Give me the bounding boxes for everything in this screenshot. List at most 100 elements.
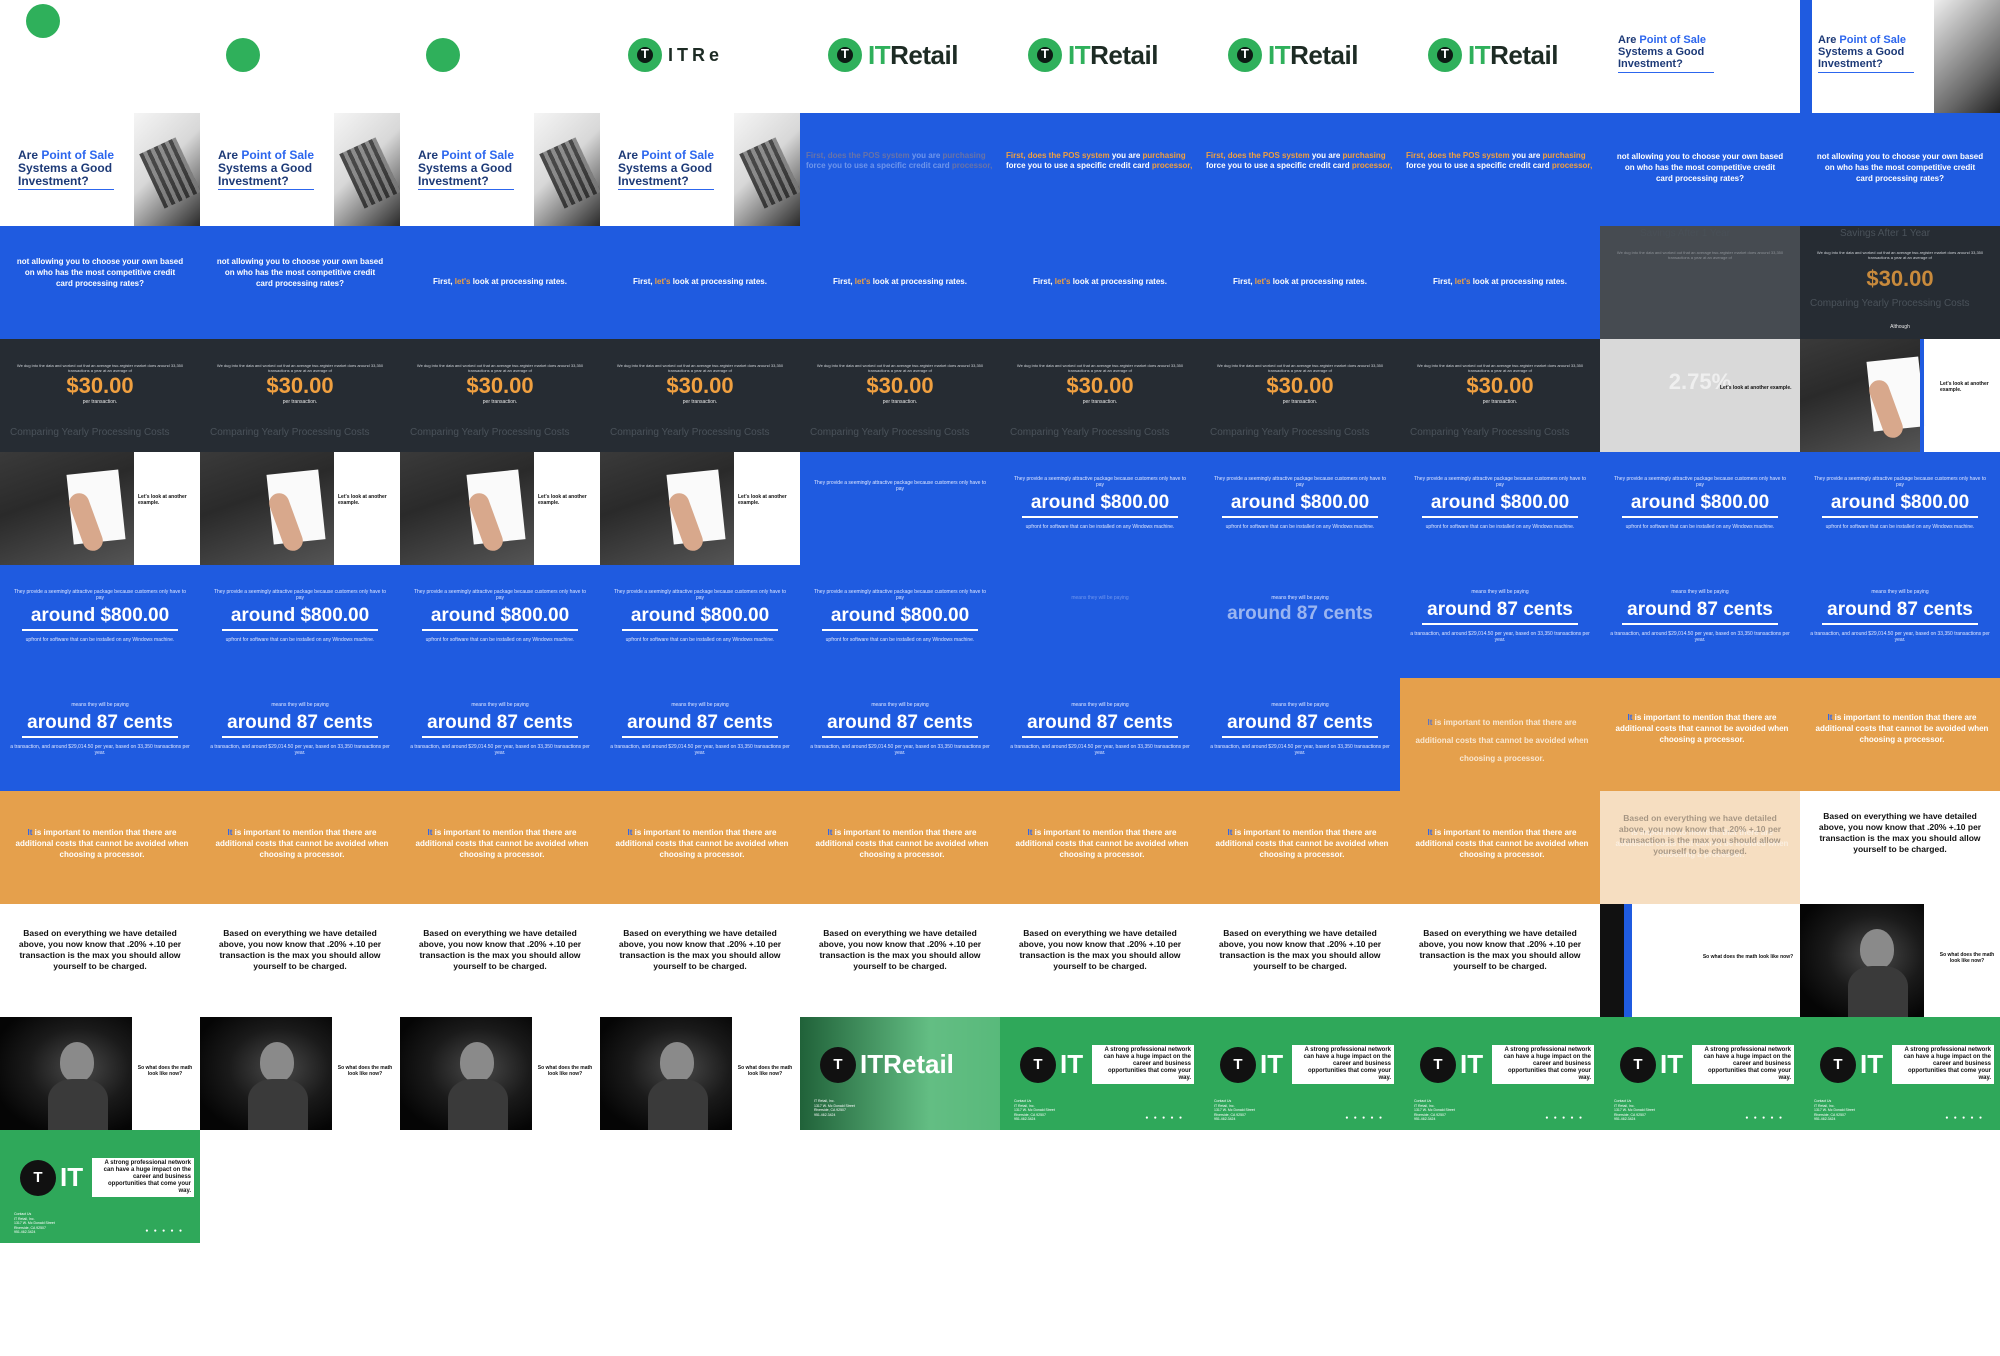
slide-frame: So what does the math look like now? bbox=[1800, 904, 2000, 1017]
per-transaction: per transaction. bbox=[682, 399, 718, 405]
slide-frame: First, let's look at processing rates. bbox=[1200, 226, 1400, 339]
amount: $30.00 bbox=[266, 373, 334, 398]
slide-frame: Are Point of Sale Systems a Good Investm… bbox=[0, 113, 200, 226]
slide-frame: Are Point of Sale Systems a Good Investm… bbox=[400, 113, 600, 226]
slide-frame: not allowing you to choose your own base… bbox=[0, 226, 200, 339]
slide-frame: First, let's look at processing rates. bbox=[600, 226, 800, 339]
amount: around 87 cents bbox=[1027, 712, 1173, 733]
slide-bg bbox=[200, 565, 400, 678]
calculator-photo bbox=[534, 113, 600, 226]
slide-bg bbox=[400, 565, 600, 678]
network-text: A strong professional network can have a… bbox=[92, 1158, 194, 1197]
slide-frame: First, does the POS system you are purch… bbox=[1000, 113, 1200, 226]
slide-frame: They provide a seemingly attractive pack… bbox=[800, 565, 1000, 678]
example-text: Let's look at another example. bbox=[538, 494, 587, 506]
logo-retail: Retail bbox=[1090, 39, 1158, 70]
slide-frame: Let's look at another example. bbox=[600, 452, 800, 565]
slide-bg bbox=[0, 226, 200, 339]
slide-text: It is important to mention that there ar… bbox=[215, 828, 389, 859]
black-edge bbox=[1600, 904, 1624, 1017]
example-text: Let's look at another example. bbox=[738, 494, 787, 506]
ghost-comparing: Comparing Yearly Processing Costs bbox=[1810, 298, 1970, 309]
based-text: Based on everything we have detailed abo… bbox=[1618, 813, 1782, 856]
logo-dot bbox=[226, 38, 260, 72]
slide-frame: They provide a seemingly attractive pack… bbox=[1200, 452, 1400, 565]
slide-bg bbox=[1000, 226, 1200, 339]
title-underline bbox=[218, 189, 314, 190]
amount-underline bbox=[422, 736, 578, 738]
slide-bg bbox=[800, 452, 1000, 565]
slide-frame: is important to mention that there are a… bbox=[1600, 791, 1800, 904]
slide-text: First, does the POS system you are purch… bbox=[1206, 151, 1393, 170]
brand-text: IT bbox=[1260, 1049, 1284, 1079]
contact-block: Contact Us IT Retail, Inc. 1317 W. Mc Do… bbox=[1214, 1099, 1255, 1122]
package-text: They provide a seemingly attractive pack… bbox=[1813, 476, 1987, 488]
package-text: They provide a seemingly attractive pack… bbox=[1413, 476, 1587, 488]
brand-text: IT bbox=[60, 1162, 84, 1192]
amount-underline bbox=[1222, 736, 1378, 738]
slide-title: Are Point of Sale Systems a Good Investm… bbox=[1618, 34, 1707, 70]
slide-bg bbox=[0, 791, 200, 904]
transaction-text: a transaction, and around $29,014.50 per… bbox=[410, 744, 590, 756]
slide-frame: Based on everything we have detailed abo… bbox=[200, 904, 400, 1017]
hand-photo bbox=[1800, 339, 1920, 452]
math-question: So what does the math look like now? bbox=[137, 1065, 193, 1077]
slide-frame: We dug into the data and worked out that… bbox=[600, 339, 800, 452]
slide-text: not allowing you to choose your own base… bbox=[1816, 152, 1984, 183]
slide-title: Are Point of Sale Systems a Good Investm… bbox=[618, 148, 715, 188]
brand-badge-icon bbox=[820, 1047, 856, 1083]
hand-photo bbox=[600, 452, 734, 565]
slide-text: not allowing you to choose your own base… bbox=[216, 257, 384, 288]
slide-frame: Savings After 1 Year We dug into the dat… bbox=[1800, 226, 2000, 339]
slide-text: It is important to mention that there ar… bbox=[1815, 713, 1989, 744]
slide-bg bbox=[1000, 565, 1200, 678]
logo-retail: Retail bbox=[1290, 39, 1358, 70]
slide-bg bbox=[1000, 678, 1200, 791]
slide-bg bbox=[0, 339, 200, 452]
amount: around $800.00 bbox=[1630, 492, 1770, 513]
slide-frame: means they will be paying around 87 cent… bbox=[1000, 678, 1200, 791]
math-question: So what does the math look like now? bbox=[737, 1065, 793, 1077]
slide-text: It is important to mention that there ar… bbox=[1015, 828, 1189, 859]
means-text: means they will be paying bbox=[471, 702, 529, 708]
slide-bg bbox=[1400, 565, 1600, 678]
slide-frame: Savings After 1 Year We dug into the dat… bbox=[1600, 226, 1800, 339]
amount: 2.75% bbox=[1668, 369, 1732, 394]
means-text: means they will be paying bbox=[71, 702, 129, 708]
amount: $30.00 bbox=[666, 373, 734, 398]
slide-bg bbox=[600, 565, 800, 678]
contact-block: Contact Us IT Retail, Inc. 1317 W. Mc Do… bbox=[1414, 1099, 1455, 1122]
amount: around 87 cents bbox=[1427, 599, 1573, 620]
math-question: So what does the math look like now? bbox=[537, 1065, 593, 1077]
slide-frame: We dug into the data and worked out that… bbox=[1200, 339, 1400, 452]
contact-heading: Contact Us bbox=[1014, 1099, 1032, 1103]
slide-title: Are Point of Sale Systems a Good Investm… bbox=[1818, 34, 1907, 70]
although-label: Although bbox=[1890, 324, 1910, 330]
amount-underline bbox=[1422, 623, 1578, 625]
slide-frame: We dug into the data and worked out that… bbox=[0, 339, 200, 452]
math-question: So what does the math look like now? bbox=[1702, 954, 1794, 960]
slide-frame: Let's look at another example. bbox=[400, 452, 600, 565]
slide-frame: Based on everything we have detailed abo… bbox=[1800, 791, 2000, 904]
logo-text: ITRetail bbox=[1468, 40, 1558, 71]
upfront-text: upfront for software that can be install… bbox=[425, 637, 575, 643]
ghost-comparing: Comparing Yearly Processing Costs bbox=[210, 427, 370, 438]
per-transaction: per transaction. bbox=[882, 399, 918, 405]
slide-frame: means they will be paying around 87 cent… bbox=[1600, 565, 1800, 678]
network-text: A strong professional network can have a… bbox=[1092, 1045, 1194, 1084]
slide-bg bbox=[1200, 791, 1400, 904]
slide-bg bbox=[1600, 452, 1800, 565]
slide-bg bbox=[600, 226, 800, 339]
example-text: Let's look at another example. bbox=[138, 494, 187, 506]
slide-frame: They provide a seemingly attractive pack… bbox=[1400, 452, 1600, 565]
slide-text: It is important to mention that there ar… bbox=[415, 828, 589, 859]
based-text: Based on everything we have detailed abo… bbox=[1818, 811, 1982, 854]
social-icons: ● ● ● ● ● bbox=[1745, 1115, 1784, 1121]
slide-bg bbox=[1200, 226, 1400, 339]
amount: around $800.00 bbox=[1230, 492, 1370, 513]
contact-block: Contact Us IT Retail, Inc. 1317 W. Mc Do… bbox=[1814, 1099, 1855, 1122]
amount: around $800.00 bbox=[1830, 492, 1970, 513]
slide-frame: means they will be paying around 87 cent… bbox=[1200, 678, 1400, 791]
slide-bg bbox=[200, 226, 400, 339]
based-text: Based on everything we have detailed abo… bbox=[818, 928, 982, 971]
